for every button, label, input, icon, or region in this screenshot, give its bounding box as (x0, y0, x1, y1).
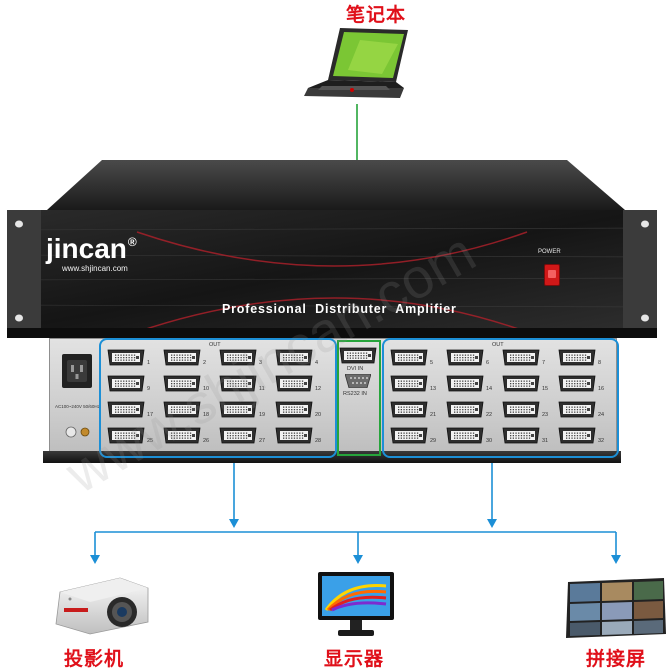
port-number: 17 (147, 412, 154, 418)
power-socket-icon (62, 354, 92, 388)
dvi-out-port-16[interactable] (558, 375, 596, 392)
dvi-out-port-28[interactable] (275, 427, 313, 444)
port-number: 16 (598, 386, 605, 392)
port-number: 4 (315, 360, 319, 366)
port-number: 11 (259, 386, 265, 392)
dvi-out-port-3[interactable] (219, 349, 257, 366)
port-number: 22 (486, 412, 493, 418)
output-group-right (382, 338, 619, 458)
port-number: 9 (147, 386, 151, 392)
port-number: 10 (203, 386, 210, 392)
port-number: 6 (486, 360, 490, 366)
input-group (337, 340, 381, 456)
port-number: 26 (203, 438, 210, 444)
dvi-out-port-4[interactable] (275, 349, 313, 366)
monitor-label: 显示器 (324, 648, 385, 670)
port-number: 15 (542, 386, 549, 392)
port-number: 24 (598, 412, 605, 418)
dvi-in-port[interactable] (339, 347, 377, 364)
power-button[interactable] (544, 264, 560, 286)
port-number: 3 (259, 360, 263, 366)
dvi-out-port-30[interactable] (446, 427, 484, 444)
dvi-out-port-20[interactable] (275, 401, 313, 418)
dvi-out-port-24[interactable] (558, 401, 596, 418)
dvi-out-port-18[interactable] (163, 401, 201, 418)
port-number: 14 (486, 386, 493, 392)
video-wall-label: 拼接屏 (586, 648, 647, 670)
port-number: 29 (430, 438, 437, 444)
output-group-left (99, 338, 337, 458)
brand-website: www.shjincan.com (62, 264, 128, 273)
ground-icon (65, 426, 90, 438)
dvi-out-port-15[interactable] (502, 375, 540, 392)
dvi-out-port-32[interactable] (558, 427, 596, 444)
port-number: 31 (542, 438, 549, 444)
dvi-out-port-14[interactable] (446, 375, 484, 392)
dvi-out-port-13[interactable] (390, 375, 428, 392)
dvi-out-port-2[interactable] (163, 349, 201, 366)
brand-logo: jincan® (46, 233, 137, 264)
port-number: 27 (259, 438, 266, 444)
dvi-out-port-6[interactable] (446, 349, 484, 366)
dvi-out-port-8[interactable] (558, 349, 596, 366)
port-number: 13 (430, 386, 437, 392)
rs232-port[interactable] (345, 374, 371, 388)
port-number: 30 (486, 438, 493, 444)
dvi-in-label: DVI IN (347, 366, 364, 372)
dvi-out-port-31[interactable] (502, 427, 540, 444)
dvi-out-port-23[interactable] (502, 401, 540, 418)
out-label-left: OUT (209, 342, 221, 348)
dvi-out-port-17[interactable] (107, 401, 145, 418)
dvi-out-port-7[interactable] (502, 349, 540, 366)
port-number: 21 (430, 412, 437, 418)
dvi-out-port-1[interactable] (107, 349, 145, 366)
dvi-out-port-21[interactable] (390, 401, 428, 418)
power-label: POWER (538, 249, 561, 255)
port-number: 20 (315, 412, 322, 418)
out-label-right: OUT (492, 342, 504, 348)
dvi-out-port-22[interactable] (446, 401, 484, 418)
dvi-out-port-12[interactable] (275, 375, 313, 392)
projector-label: 投影机 (64, 648, 125, 670)
port-number: 18 (203, 412, 210, 418)
port-number: 2 (203, 360, 207, 366)
port-number: 25 (147, 438, 154, 444)
dvi-out-port-26[interactable] (163, 427, 201, 444)
port-number: 32 (598, 438, 605, 444)
product-name: Professional Distributer Amplifier (222, 302, 457, 316)
laptop-icon (304, 28, 408, 98)
port-number: 5 (430, 360, 434, 366)
rs232-label: RS232 IN (343, 391, 367, 397)
video-wall-icon (566, 578, 666, 638)
port-number: 7 (542, 360, 546, 366)
port-number: 8 (598, 360, 602, 366)
dvi-out-port-5[interactable] (390, 349, 428, 366)
monitor-icon (318, 572, 394, 636)
port-number: 28 (315, 438, 322, 444)
port-number: 1 (147, 360, 151, 366)
laptop-label: 笔记本 (346, 4, 407, 26)
port-number: 19 (259, 412, 266, 418)
dvi-out-port-9[interactable] (107, 375, 145, 392)
dvi-out-port-11[interactable] (219, 375, 257, 392)
dvi-out-port-25[interactable] (107, 427, 145, 444)
port-number: 12 (315, 386, 322, 392)
power-spec: AC100~240V 50/60Hz (55, 404, 100, 409)
dvi-out-port-19[interactable] (219, 401, 257, 418)
projector-icon (55, 577, 149, 635)
dvi-out-port-29[interactable] (390, 427, 428, 444)
port-number: 23 (542, 412, 549, 418)
dvi-out-port-27[interactable] (219, 427, 257, 444)
dvi-out-port-10[interactable] (163, 375, 201, 392)
